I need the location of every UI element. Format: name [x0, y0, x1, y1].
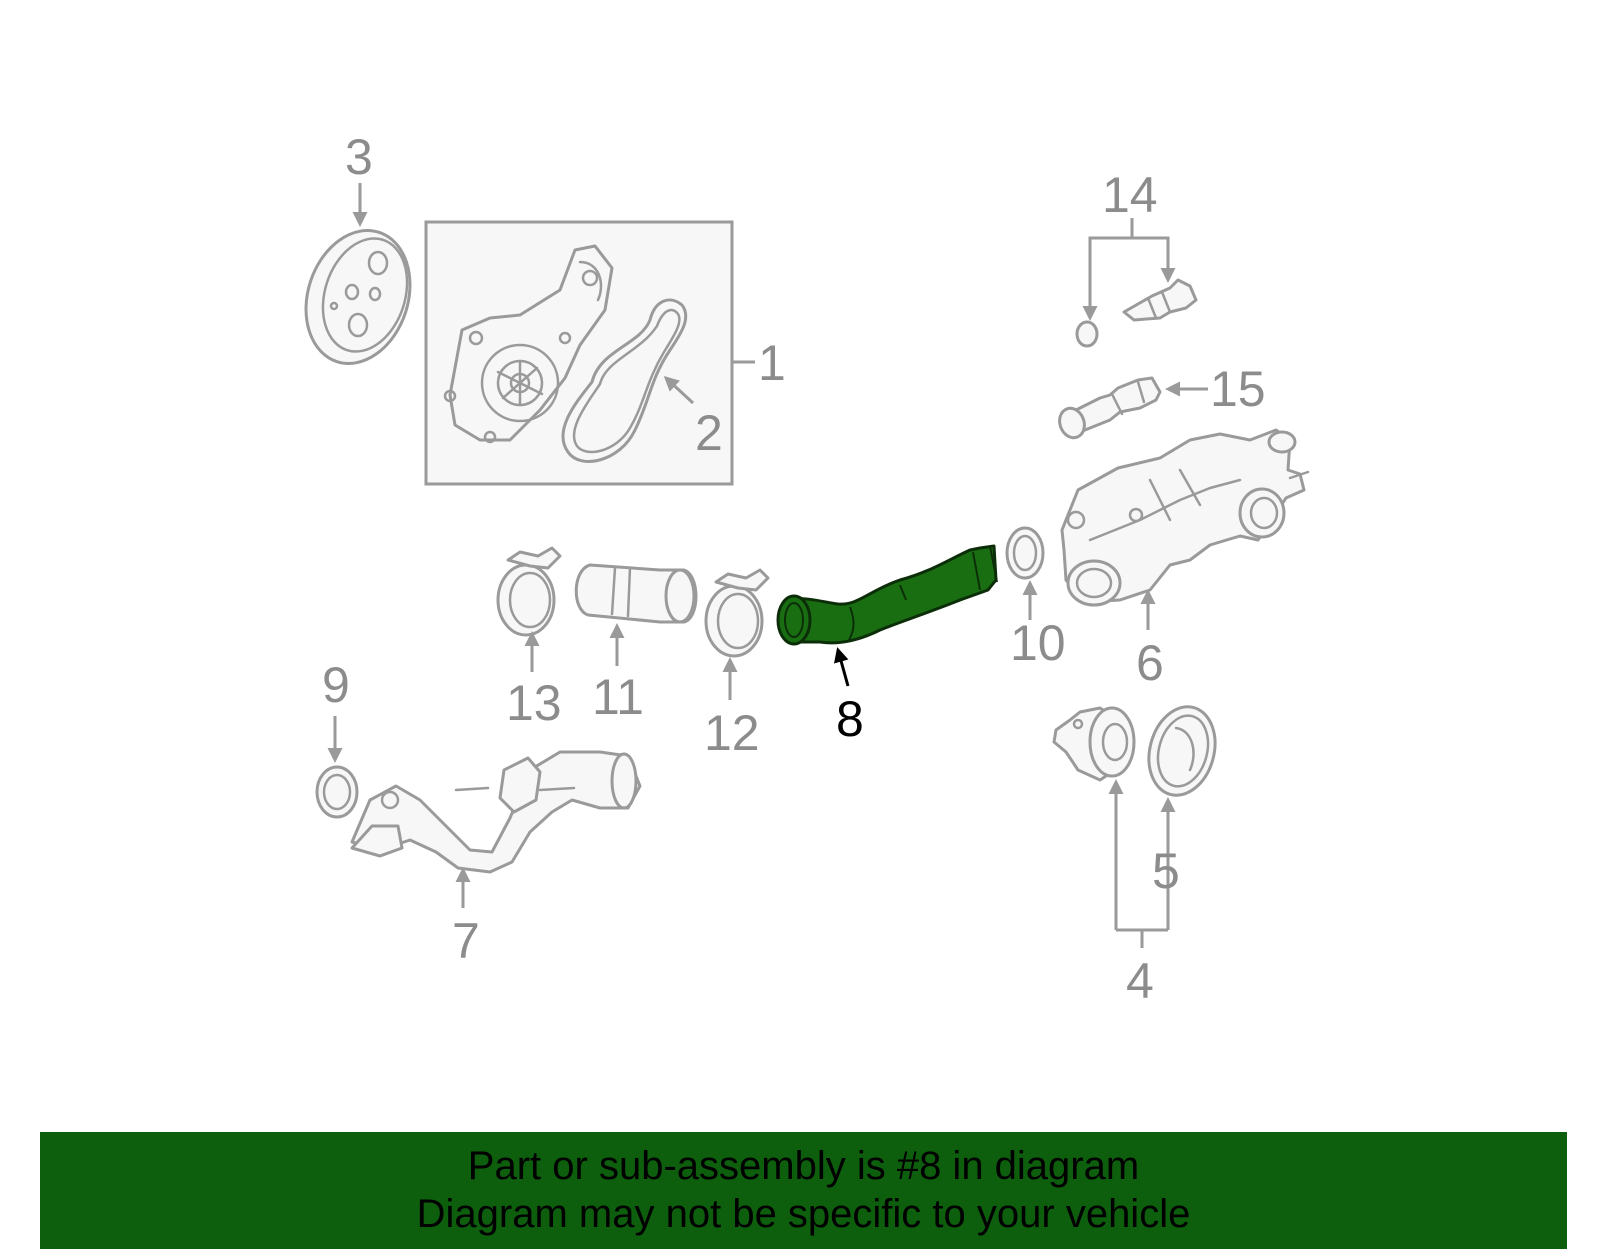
part-2-gasket [561, 298, 688, 463]
part-7-water-pipe [350, 750, 642, 874]
callout-2: 2 [695, 405, 723, 461]
callout-14: 14 [1102, 167, 1158, 223]
callout-7: 7 [452, 913, 480, 969]
part-4-thermostat [1052, 706, 1136, 782]
part-15-fitting [1058, 376, 1162, 440]
part-12-clamp [704, 568, 770, 658]
callout-6: 6 [1136, 635, 1164, 691]
callout-13: 13 [506, 675, 562, 731]
callout-4: 4 [1126, 953, 1154, 1009]
callout-8: 8 [836, 691, 864, 747]
part-10-o-ring [1005, 526, 1045, 580]
callout-12: 12 [704, 705, 760, 761]
part-11-hose [574, 563, 698, 624]
banner-line-2: Diagram may not be specific to your vehi… [416, 1192, 1191, 1236]
callout-10: 10 [1010, 615, 1066, 671]
part-6-thermostat-housing [1060, 428, 1310, 607]
part-13-clamp [496, 546, 562, 637]
callout-11: 11 [592, 669, 644, 725]
part-3-pulley [304, 229, 412, 365]
callout-3: 3 [345, 129, 373, 185]
callout-5: 5 [1152, 843, 1180, 899]
part-8-water-pipe [776, 544, 998, 646]
leader-lines [327, 183, 1208, 948]
callout-9: 9 [322, 657, 350, 713]
footer-banner: Part or sub-assembly is #8 in diagram Di… [40, 1132, 1567, 1249]
part-1-water-pump-assembly [424, 220, 734, 486]
part-8-body [784, 544, 998, 645]
part-5-gasket [1147, 705, 1217, 797]
callout-15: 15 [1210, 361, 1266, 417]
banner-line-1: Part or sub-assembly is #8 in diagram [467, 1144, 1140, 1188]
callout-1: 1 [758, 335, 786, 391]
part-14-sensor [1075, 278, 1198, 348]
